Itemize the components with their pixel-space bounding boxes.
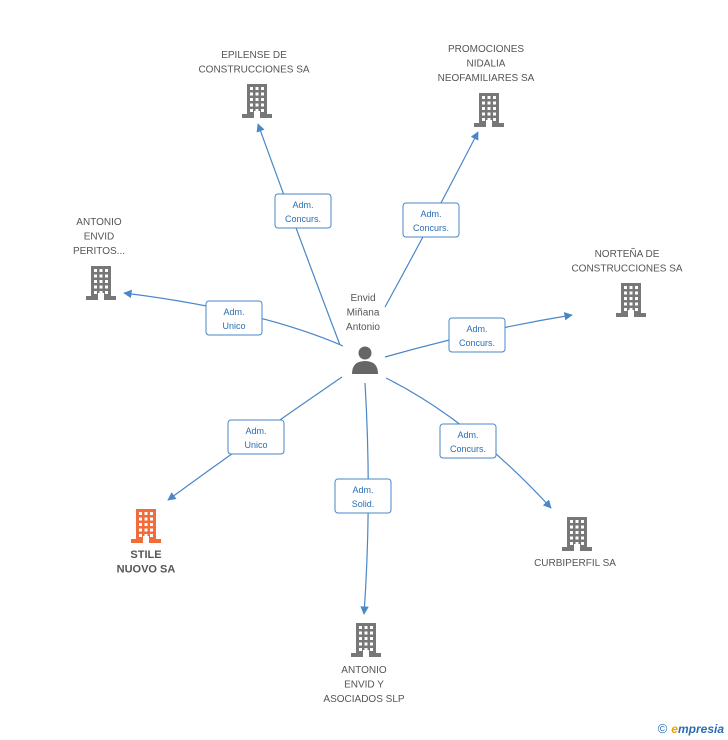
brand-logo[interactable]: empresia [671, 722, 724, 736]
company-label-antonio-asociados: ANTONIO ENVID Y ASOCIADOS SLP [323, 665, 404, 705]
center-person-label-line: Antonio [346, 322, 380, 333]
relation-badge-promociones[interactable]: Adm. Concurs. [402, 202, 460, 238]
company-label-epilense-line: EPILENSE DE [221, 50, 287, 61]
relation-label-line: Unico [222, 321, 245, 331]
relation-label: Adm. Unico [244, 426, 267, 450]
relation-label-line: Adm. [223, 307, 244, 317]
company-label-promociones-line: PROMOCIONES [448, 44, 524, 55]
company-label-epilense: EPILENSE DE CONSTRUCCIONES SA [198, 50, 309, 76]
edges-layer [123, 123, 573, 615]
relation-badge-stile[interactable]: Adm. Unico [227, 419, 285, 455]
footer-credit: ©empresia [658, 721, 724, 736]
building-icon[interactable] [86, 266, 116, 300]
relation-badge-antonio-peritos[interactable]: Adm. Unico [205, 300, 263, 336]
building-icon[interactable] [616, 283, 646, 317]
relation-badge-nortena[interactable]: Adm. Concurs. [448, 317, 506, 353]
copyright-symbol: © [657, 721, 668, 736]
relation-label: Adm. Solid. [352, 485, 375, 509]
relation-label: Adm. Concurs. [285, 200, 321, 224]
company-label-antonio-peritos: ANTONIO ENVID PERITOS... [73, 217, 125, 257]
company-label-curbiperfil: CURBIPERFIL SA [534, 558, 616, 569]
relation-label-line: Unico [244, 440, 267, 450]
relation-badge-epilense[interactable]: Adm. Concurs. [274, 193, 332, 229]
company-label-stile: STILE NUOVO SA [117, 549, 176, 576]
company-label-nortena: NORTEÑA DE CONSTRUCCIONES SA [571, 247, 682, 275]
company-label-antonio-peritos-line: PERITOS... [73, 246, 125, 257]
relation-label: Adm. Concurs. [459, 324, 495, 348]
relation-label: Adm. Concurs. [450, 430, 486, 454]
company-label-antonio-asociados-line: ASOCIADOS SLP [323, 694, 404, 705]
company-label-epilense-line: CONSTRUCCIONES SA [198, 65, 309, 76]
relation-label-line: Concurs. [450, 444, 486, 454]
relation-label-line: Concurs. [413, 223, 449, 233]
company-label-promociones-line: NIDALIA [467, 59, 506, 70]
building-icon[interactable] [242, 84, 272, 118]
company-label-antonio-asociados-line: ENVID Y [344, 680, 384, 691]
relation-label-line: Adm. [457, 430, 478, 440]
company-label-antonio-peritos-line: ENVID [84, 232, 115, 243]
company-label-curbiperfil-line: CURBIPERFIL SA [534, 558, 616, 569]
edge-epilense [256, 123, 341, 346]
brand-rest: mpresia [677, 722, 724, 736]
building-icon[interactable] [131, 509, 161, 543]
center-person-label-line: Envid [350, 293, 375, 304]
relation-label-line: Adm. [352, 485, 373, 495]
relation-label: Adm. Concurs. [413, 209, 449, 233]
company-label-promociones: PROMOCIONES NIDALIA NEOFAMILIARES SA [438, 44, 535, 84]
center-person-label-line: Miñana [347, 308, 380, 319]
relation-label-line: Concurs. [285, 214, 321, 224]
company-label-promociones-line: NEOFAMILIARES SA [438, 73, 535, 84]
company-label-nortena-line: NORTEÑA DE [595, 247, 660, 260]
building-icon[interactable] [351, 623, 381, 657]
building-icon[interactable] [474, 93, 504, 127]
relation-label-line: Solid. [352, 499, 375, 509]
company-label-antonio-peritos-line: ANTONIO [76, 217, 122, 228]
company-label-nortena-line: CONSTRUCCIONES SA [571, 264, 682, 275]
building-icon[interactable] [562, 517, 592, 551]
company-label-stile-line: STILE [130, 549, 161, 561]
relation-label-line: Adm. [245, 426, 266, 436]
company-label-stile-line: NUOVO SA [117, 564, 176, 576]
relation-badge-curbiperfil[interactable]: Adm. Concurs. [439, 423, 497, 459]
person-icon[interactable] [352, 346, 378, 375]
relation-label-line: Adm. [466, 324, 487, 334]
relation-label-line: Adm. [420, 209, 441, 219]
relation-badge-antonio-asociados[interactable]: Adm. Solid. [334, 478, 392, 514]
relation-label: Adm. Unico [222, 307, 245, 331]
brand-e: e [671, 722, 678, 736]
relation-label-line: Concurs. [459, 338, 495, 348]
company-label-antonio-asociados-line: ANTONIO [341, 665, 387, 676]
relation-label-line: Adm. [292, 200, 313, 210]
